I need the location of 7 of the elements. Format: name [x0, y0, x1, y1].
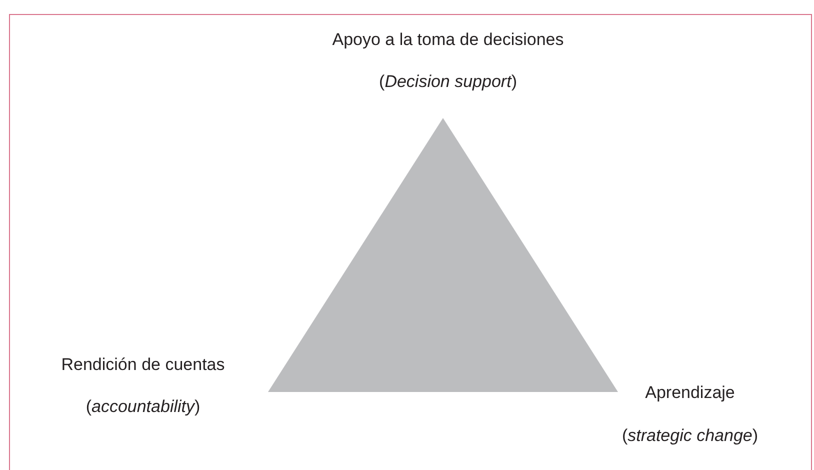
- label-text: Rendición de cuentas: [61, 355, 225, 375]
- label-text: (Decision support): [379, 72, 517, 92]
- label-text: Apoyo a la toma de decisiones: [332, 30, 564, 50]
- label-text: (strategic change): [622, 426, 758, 446]
- label-text: (accountability): [86, 397, 200, 417]
- triangle-shape: [268, 118, 618, 392]
- label-text: Aprendizaje: [645, 383, 735, 403]
